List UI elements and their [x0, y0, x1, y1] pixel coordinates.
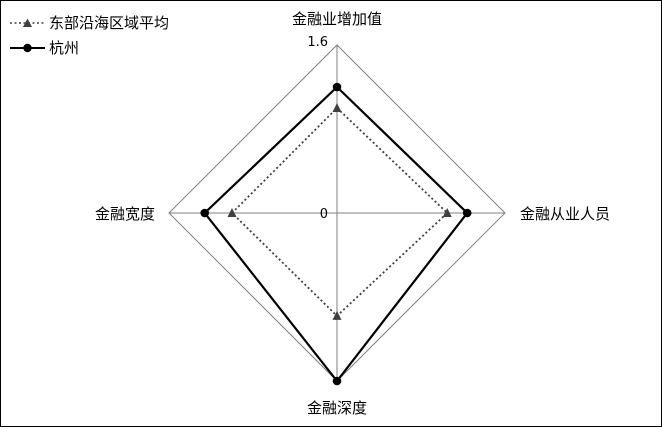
series-line-1	[203, 85, 469, 383]
legend-circle-icon	[23, 43, 32, 53]
radar-labels: 金融业增加值 金融从业人员 金融深度 金融宽度 1.6 0	[95, 10, 610, 417]
legend: 东部沿海区域平均 杭州	[10, 14, 169, 57]
axis-label-right: 金融从业人员	[520, 205, 610, 223]
legend-triangle-icon	[23, 18, 32, 27]
series-0-point-2	[332, 310, 342, 320]
tick-label-zero: 0	[320, 207, 328, 222]
axis-label-left: 金融宽度	[95, 205, 155, 223]
legend-entry-east-coast-average: 东部沿海区域平均	[10, 14, 169, 32]
legend-label-hangzhou: 杭州	[49, 39, 79, 57]
axis-label-top: 金融业增加值	[292, 10, 382, 28]
series-0-point-3	[227, 208, 237, 217]
series-1-point-3	[200, 208, 209, 218]
series-1-point-0	[332, 82, 342, 92]
series-0-point-0	[332, 103, 342, 112]
radar-grid	[168, 44, 506, 382]
series-0-point-1	[442, 208, 452, 217]
legend-entry-hangzhou: 杭州	[10, 39, 79, 57]
series-1-point-2	[332, 376, 342, 386]
axis-label-bottom: 金融深度	[307, 399, 367, 417]
series-line-0	[230, 106, 449, 318]
legend-label-east-coast-average: 东部沿海区域平均	[49, 14, 169, 32]
radar-series	[200, 82, 472, 386]
tick-label-max: 1.6	[307, 35, 328, 50]
series-1-point-1	[462, 208, 472, 218]
